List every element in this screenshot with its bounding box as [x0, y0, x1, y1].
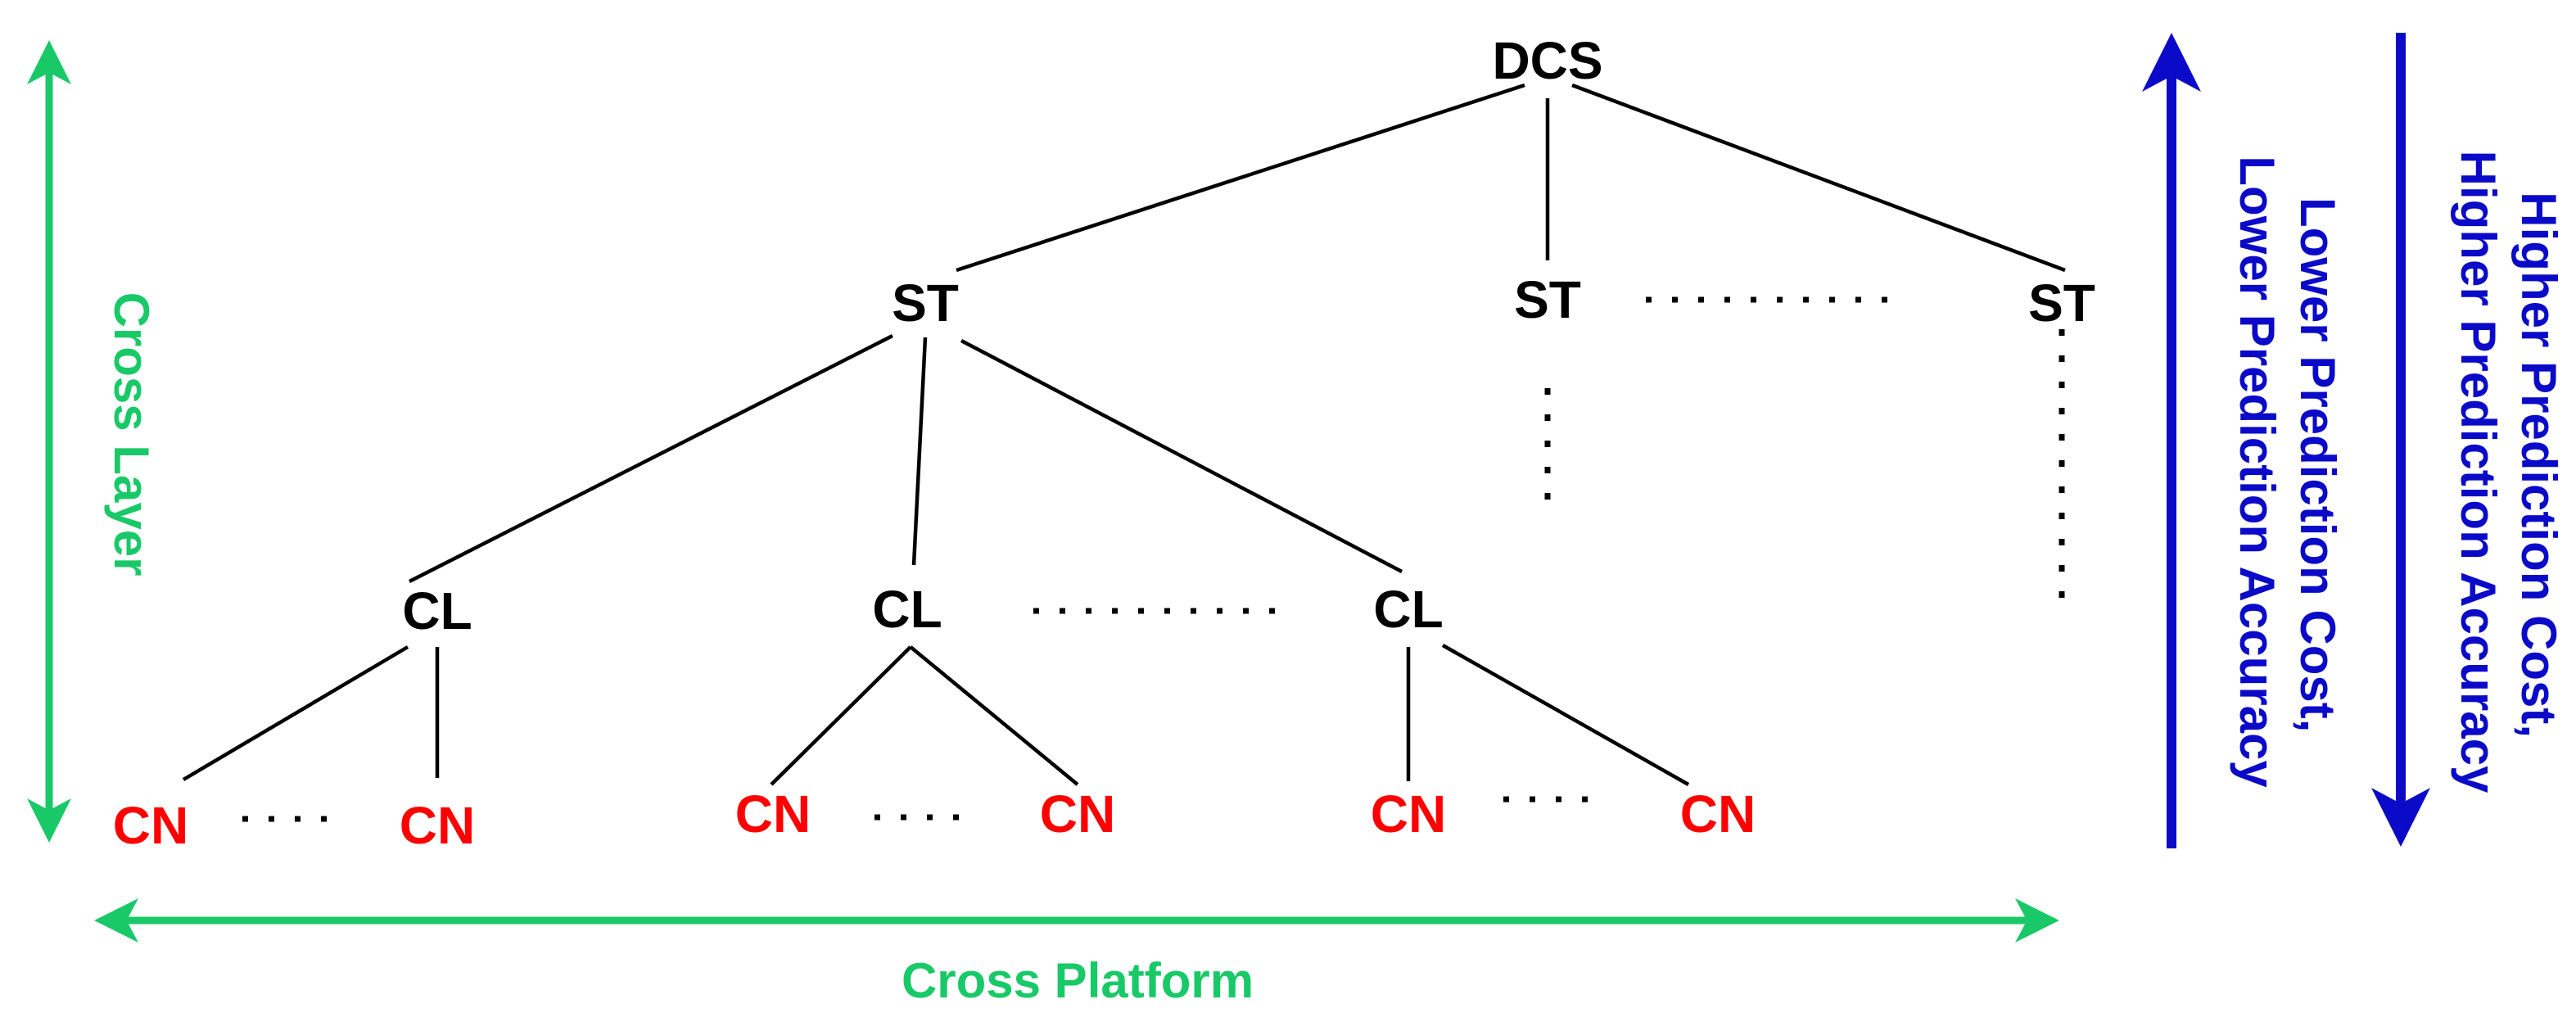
node-cn-1: CN	[113, 796, 188, 855]
node-cn-5: CN	[1371, 785, 1446, 843]
down-arrow-label-line-2: Higher Prediction Accuracy	[2451, 151, 2506, 794]
edge-dcs-st3	[1571, 83, 2066, 273]
down-arrow-label: Higher Prediction Cost, Higher Predictio…	[2451, 151, 2566, 794]
edge-st1-cl1	[408, 333, 894, 584]
node-dcs: DCS	[1492, 31, 1602, 90]
up-arrow-label: Lower Prediction Cost, Lower Prediction …	[2230, 156, 2345, 788]
node-st-3: ST	[2028, 274, 2095, 332]
ellipsis-dots	[242, 296, 2065, 822]
node-cn-4: CN	[1040, 785, 1115, 843]
edge-cl1-cn1	[182, 645, 409, 781]
node-cn-2: CN	[400, 796, 475, 855]
up-arrow-label-line-1: Lower Prediction Cost,	[2290, 197, 2345, 732]
cross-platform-label: Cross Platform	[902, 953, 1254, 1008]
edge-cl2-cn4	[909, 645, 1079, 786]
edge-st1-cl3	[960, 339, 1403, 573]
node-st-1: ST	[892, 274, 959, 332]
node-cl-2: CL	[872, 580, 942, 639]
node-cn-3: CN	[735, 785, 811, 843]
up-arrow-label-line-2: Lower Prediction Accuracy	[2230, 156, 2285, 788]
tree-nodes: DCS ST ST ST CL CL CL CN CN CN CN CN CN	[113, 31, 2095, 855]
edge-dcs-st1	[956, 83, 1525, 273]
cross-layer-label: Cross Layer	[104, 292, 159, 577]
node-cl-3: CL	[1373, 580, 1443, 639]
tree-edges	[182, 83, 2066, 786]
edge-st1-cl2	[911, 337, 928, 566]
down-arrow-label-line-1: Higher Prediction Cost,	[2511, 192, 2566, 738]
cross-axes: Cross Layer Cross Platform	[27, 39, 2059, 1008]
node-st-2: ST	[1514, 270, 1581, 329]
cost-axes: Lower Prediction Cost, Lower Prediction …	[2142, 33, 2566, 848]
edge-cl3-cn6	[1441, 644, 1690, 786]
edge-cl2-cn3	[770, 645, 912, 786]
node-cn-6: CN	[1680, 785, 1756, 843]
node-cl-1: CL	[402, 581, 472, 640]
